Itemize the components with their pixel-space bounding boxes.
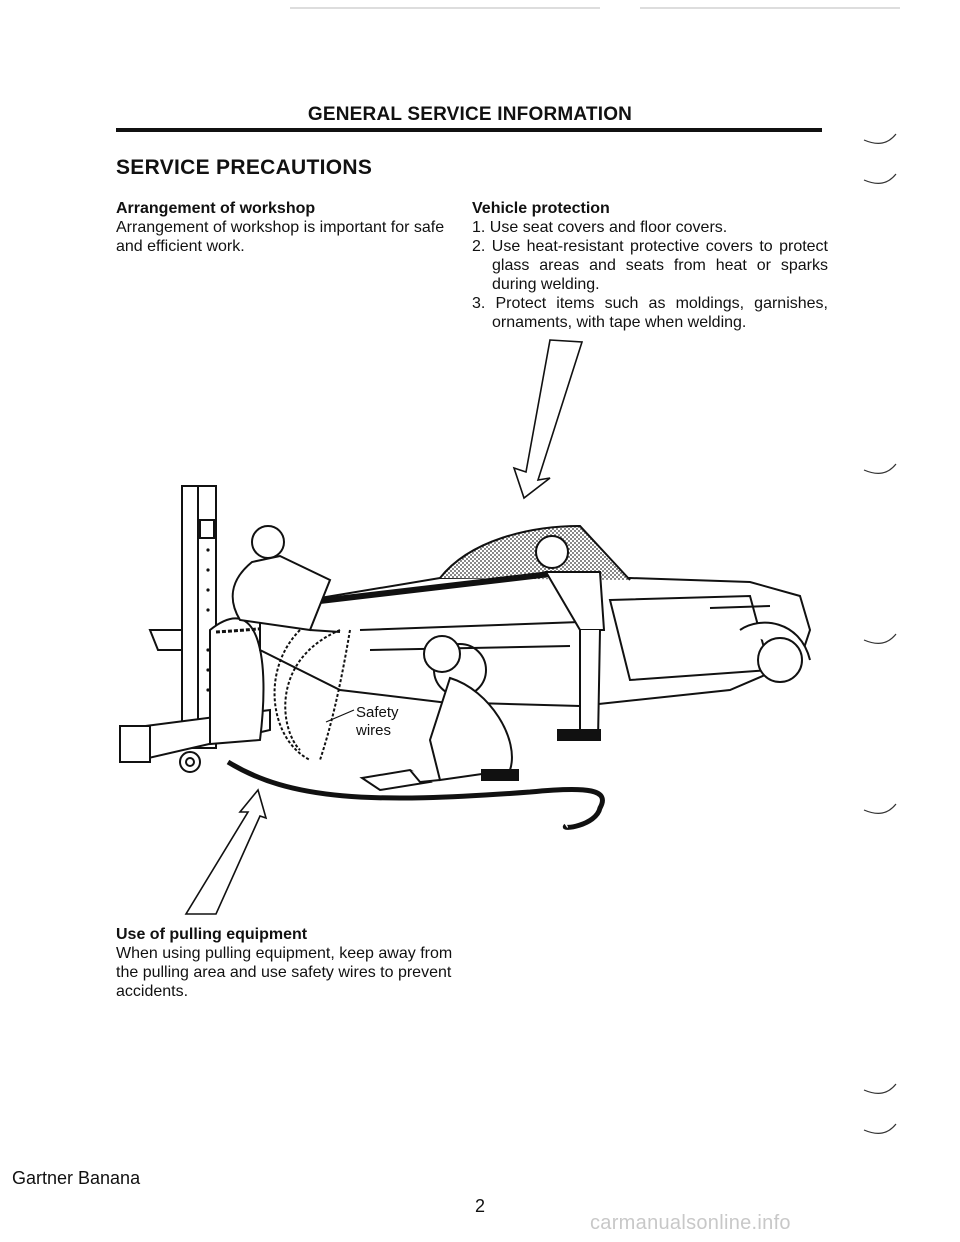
- page-number: 2: [474, 1196, 485, 1216]
- page-header-title: GENERAL SERVICE INFORMATION: [307, 104, 633, 125]
- workshop-illustration: [119, 339, 812, 915]
- arrow-down-icon: [512, 339, 584, 500]
- vehicle-protection-heading: Vehicle protection: [472, 200, 610, 217]
- vehicle-protection-block: Vehicle protection 1. Use seat covers an…: [472, 200, 828, 332]
- scan-lines: [290, 7, 900, 9]
- air-hose: [226, 759, 605, 830]
- worker-crouching: [409, 635, 519, 784]
- footer-credit: Gartner Banana: [12, 1168, 141, 1188]
- list-item: 3. Protect items such as moldings, garni…: [472, 295, 828, 331]
- worker-left: [231, 525, 341, 633]
- safety-label-line1: Safety: [356, 704, 399, 721]
- workshop-block: Arrangement of workshop Arrangement of w…: [116, 200, 456, 256]
- arrow-up-icon: [184, 788, 268, 915]
- tower-holes: [206, 548, 210, 692]
- section-title: SERVICE PRECAUTIONS: [116, 156, 373, 179]
- workshop-text: Arrangement of workshop is important for…: [116, 219, 445, 255]
- workshop-heading: Arrangement of workshop: [116, 200, 316, 217]
- worker-welding: [535, 535, 606, 741]
- pulling-heading: Use of pulling equipment: [116, 926, 308, 943]
- list-item: 1. Use seat covers and floor covers.: [472, 219, 728, 236]
- pulling-tower: [119, 485, 271, 773]
- vehicle-protection-list: 1. Use seat covers and floor covers. 2. …: [472, 218, 828, 332]
- watermark: carmanualsonline.info: [590, 1212, 791, 1234]
- header-rule: [116, 128, 822, 132]
- safety-label-line2: wires: [356, 722, 392, 739]
- list-item: 2. Use heat-resistant protective covers …: [472, 238, 828, 293]
- safety-wires-label: Safety wires: [356, 704, 399, 740]
- car-body: [259, 524, 812, 708]
- binding-marks: [863, 133, 897, 1134]
- pulling-text: When using pulling equipment, keep away …: [116, 945, 453, 1000]
- label-leader: [325, 709, 355, 723]
- pulling-block: Use of pulling equipment When using pull…: [116, 926, 460, 1001]
- safety-wires: [273, 629, 351, 761]
